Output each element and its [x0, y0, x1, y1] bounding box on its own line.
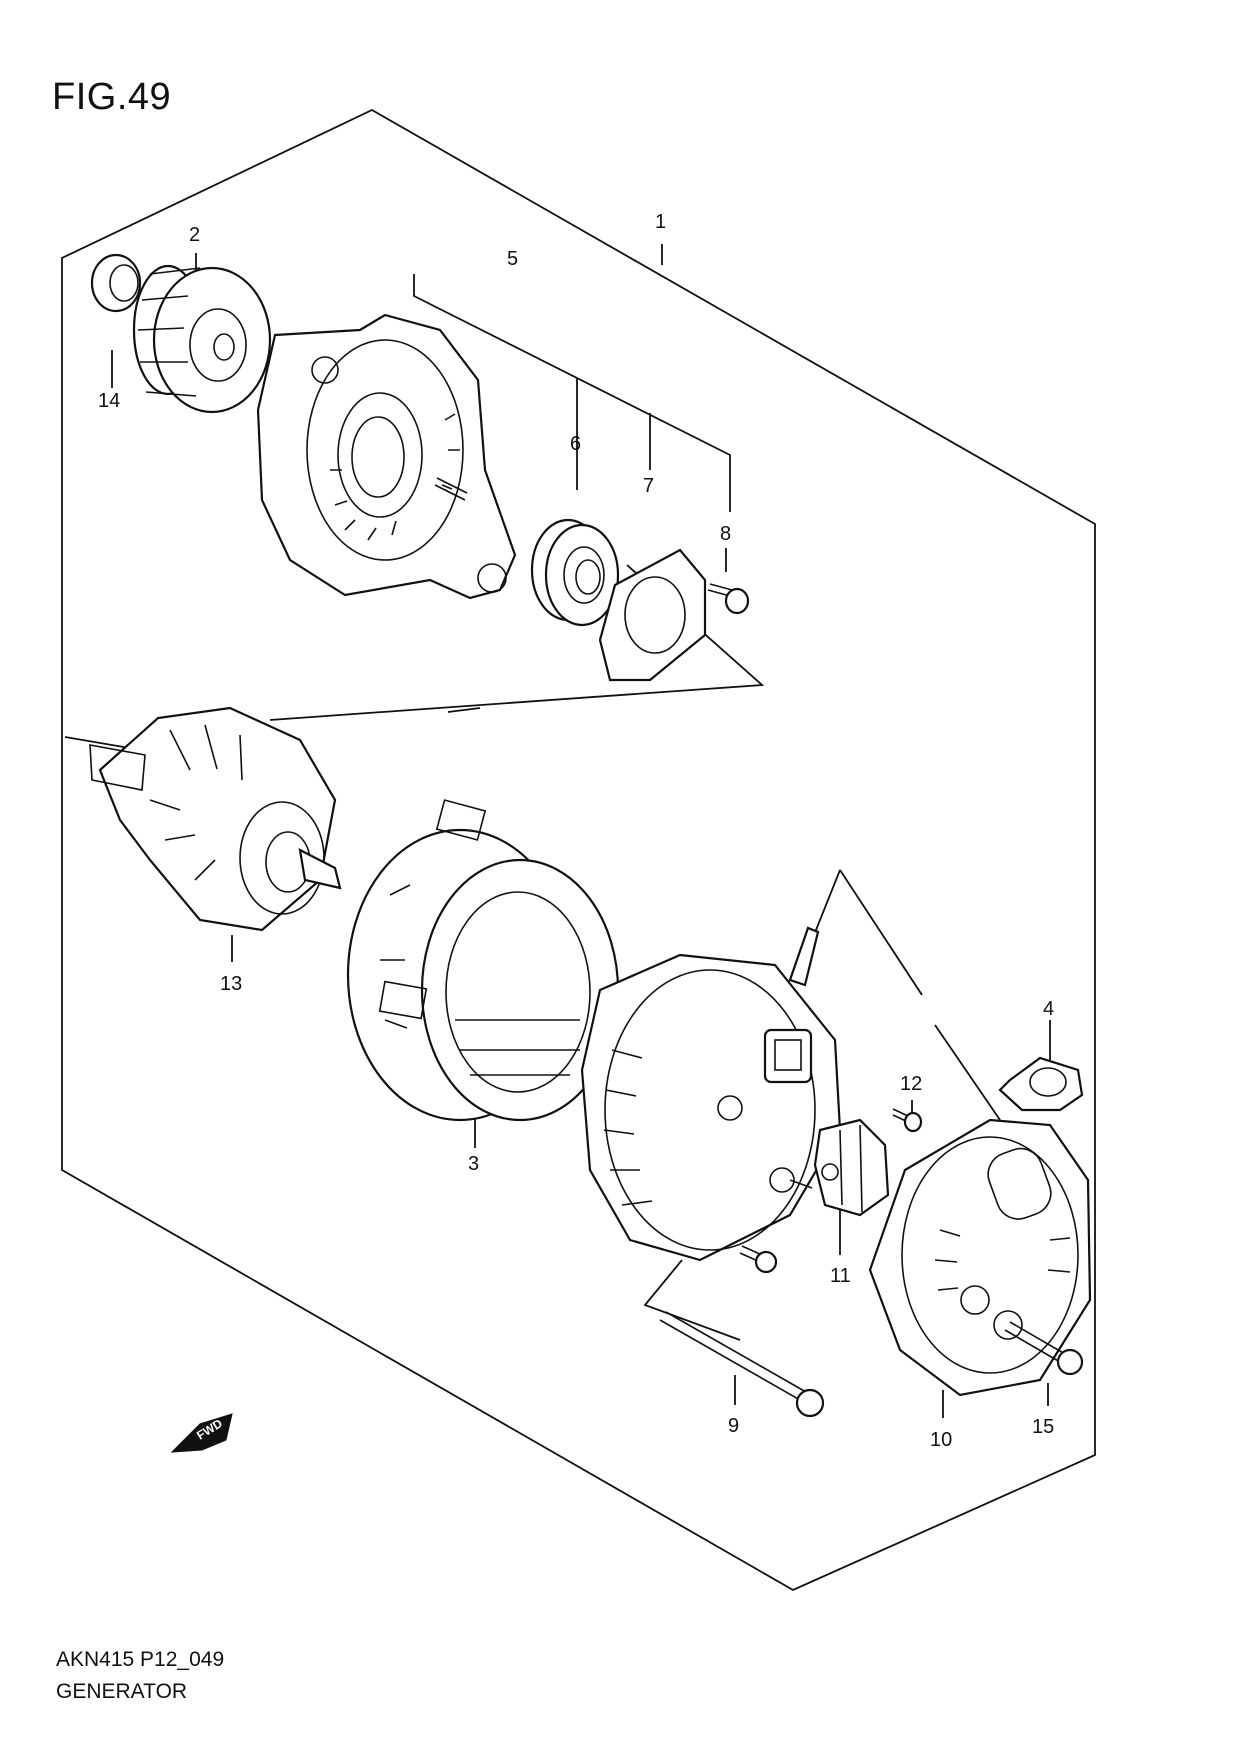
callout-2: 2 — [189, 224, 200, 246]
callout-3: 3 — [468, 1153, 479, 1175]
figure-title: FIG.49 — [52, 76, 172, 118]
part-rear-frame — [580, 926, 842, 1262]
part-retainer-plate — [598, 548, 707, 682]
part-rotor — [89, 706, 342, 932]
callout-15: 15 — [1032, 1416, 1054, 1438]
part-brush-holder — [813, 1118, 890, 1217]
part-rear-cover — [868, 1118, 1092, 1397]
callout-4: 4 — [1043, 998, 1054, 1020]
part-terminal-cap — [998, 1056, 1084, 1112]
part-bearing — [530, 518, 620, 627]
part-pulley — [132, 264, 272, 414]
callout-14: 14 — [98, 390, 120, 412]
part-nut — [90, 253, 142, 313]
callout-1: 1 — [655, 211, 666, 233]
callout-8: 8 — [720, 523, 731, 545]
callout-12: 12 — [900, 1073, 922, 1095]
callout-6: 6 — [570, 433, 581, 455]
part-drive-end-frame — [256, 313, 517, 600]
part-screw-small — [739, 1245, 778, 1274]
assembly-frame — [61, 108, 1096, 1592]
part-screw-8 — [707, 583, 750, 615]
figure-code: AKN415 P12_049 — [56, 1648, 225, 1671]
callout-labels: 1 2 3 4 5 6 7 8 9 10 11 12 13 14 15 — [98, 211, 1054, 1451]
callout-11: 11 — [830, 1265, 851, 1287]
callout-9: 9 — [728, 1415, 739, 1437]
callout-13: 13 — [220, 973, 242, 995]
part-through-bolt — [659, 1311, 825, 1418]
callout-7: 7 — [643, 475, 654, 497]
figure-name: GENERATOR — [56, 1680, 188, 1703]
part-bolt-15 — [1004, 1321, 1084, 1376]
callout-5: 5 — [507, 248, 518, 270]
callout-10: 10 — [930, 1429, 952, 1451]
forward-direction-marker: FWD — [170, 1413, 233, 1453]
part-screw-12 — [892, 1108, 923, 1133]
part-stator — [346, 799, 620, 1122]
